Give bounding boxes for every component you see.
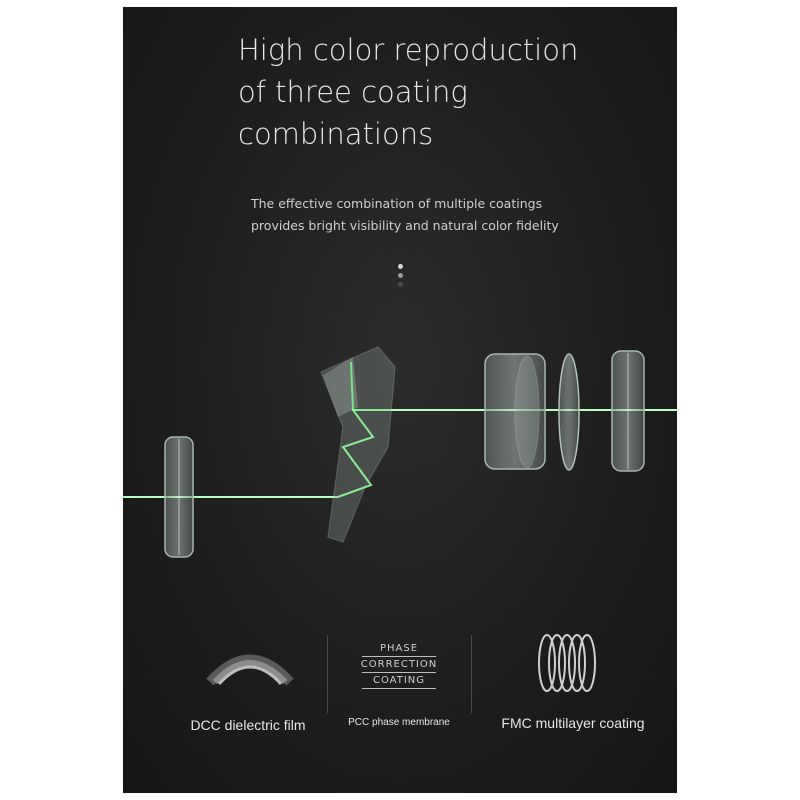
phase-icon-text-3: COATING — [372, 675, 426, 686]
sub-heading: The effective combination of multiple co… — [251, 193, 661, 237]
multilayer-lens-icon — [538, 634, 596, 692]
dielectric-film-icon — [206, 654, 294, 686]
feature-divider — [327, 635, 328, 713]
indicator-dot — [397, 264, 403, 269]
optical-path-illustration — [123, 346, 677, 558]
phase-correction-icon: PHASE CORRECTION COATING — [328, 641, 470, 689]
main-heading: High color reproduction of three coating… — [238, 29, 658, 155]
heading-line-2: of three coating — [238, 75, 468, 109]
product-banner: High color reproduction of three coating… — [123, 7, 677, 793]
prism — [320, 346, 396, 543]
feature-fmc: FMC multilayer coating — [483, 627, 663, 737]
indicator-dot — [397, 282, 403, 287]
sub-heading-line-1: The effective combination of multiple co… — [251, 196, 543, 211]
lens-group — [484, 350, 645, 472]
phase-icon-text-2: CORRECTION — [360, 659, 438, 670]
feature-pcc: PHASE CORRECTION COATING PCC phase membr… — [328, 627, 470, 737]
heading-line-1: High color reproduction — [238, 33, 579, 67]
feature-dcc: DCC dielectric film — [163, 627, 333, 737]
scroll-indicator — [396, 264, 404, 291]
feature-label-pcc: PCC phase membrane — [348, 717, 450, 728]
feature-label-fmc: FMC multilayer coating — [501, 715, 645, 731]
feature-divider — [471, 635, 472, 713]
heading-line-3: combinations — [238, 117, 434, 151]
feature-label-dcc: DCC dielectric film — [190, 717, 306, 733]
sub-heading-line-2: provides bright visibility and natural c… — [251, 218, 559, 233]
indicator-dot — [397, 273, 403, 278]
phase-icon-text-1: PHASE — [379, 643, 419, 654]
left-lens — [164, 436, 194, 558]
